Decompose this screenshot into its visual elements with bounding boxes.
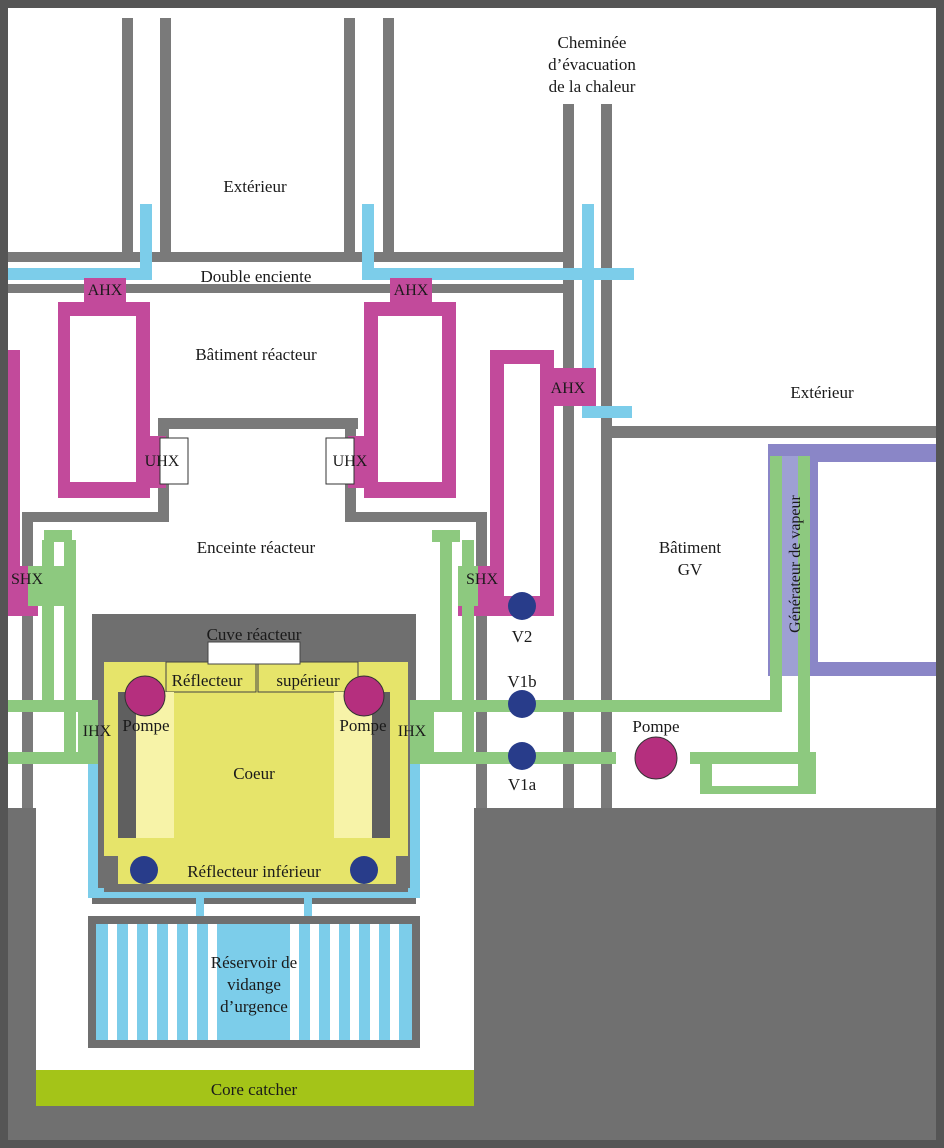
- steam-generator-label: Générateur de vapeur: [787, 494, 804, 632]
- secondary-voids: [712, 764, 798, 786]
- ahx-2-label: AHX: [394, 282, 429, 299]
- pump-left-icon[interactable]: [124, 675, 166, 717]
- exterior-right-label: Extérieur: [790, 383, 854, 402]
- exterior-top-label: Extérieur: [223, 177, 287, 196]
- pump-right-icon[interactable]: [343, 675, 385, 717]
- pump-right-label: Pompe: [339, 716, 386, 735]
- sg-building-line-2: GV: [678, 560, 703, 579]
- upper-reflector-left-label: Réflecteur: [172, 671, 243, 690]
- heat-exchangers: [84, 278, 592, 485]
- v1a-label: V1a: [508, 775, 537, 794]
- sg-building-line-1: Bâtiment: [659, 538, 722, 557]
- tank-line-2: vidange: [227, 975, 281, 994]
- uhx-right-label: UHX: [333, 453, 368, 470]
- reactor-enclosure-label: Enceinte réacteur: [197, 538, 316, 557]
- ground: [8, 808, 936, 1140]
- chimney-line-1: Cheminée: [558, 33, 627, 52]
- v2-label: V2: [512, 627, 533, 646]
- core-label: Coeur: [233, 764, 275, 783]
- v1b-label: V1b: [507, 672, 536, 691]
- valve-v2-icon[interactable]: [508, 592, 536, 620]
- shx-right-label: SHX: [466, 571, 498, 588]
- pump-sg-icon[interactable]: [634, 736, 678, 780]
- reactor-building-label: Bâtiment réacteur: [195, 345, 317, 364]
- uhx-left-label: UHX: [145, 453, 180, 470]
- loop-voids: [70, 316, 540, 596]
- drain-tank: [88, 916, 420, 1048]
- core-catcher: [36, 1070, 474, 1106]
- core-catcher-label: Core catcher: [211, 1080, 298, 1099]
- ihx-right-label: IHX: [398, 723, 427, 740]
- double-enclosure-label: Double enciente: [201, 267, 312, 286]
- shx-left-label: SHX: [11, 571, 43, 588]
- ahx-3-label: AHX: [551, 380, 586, 397]
- ahx-1-label: AHX: [88, 282, 123, 299]
- steam-generator: [768, 444, 936, 676]
- upper-reflector-right-label: supérieur: [276, 671, 340, 690]
- pump-left-label: Pompe: [122, 716, 169, 735]
- lower-reflector-label: Réflecteur inférieur: [187, 862, 321, 881]
- air-lines: [8, 204, 634, 926]
- tank-line-3: d’urgence: [220, 997, 288, 1016]
- ihx-left-label: IHX: [83, 723, 112, 740]
- chimney-line-3: de la chaleur: [549, 77, 636, 96]
- valve-lower-right-icon[interactable]: [350, 856, 378, 884]
- valve-lower-left-icon[interactable]: [130, 856, 158, 884]
- valve-v1a-icon[interactable]: [508, 742, 536, 770]
- pump-sg-label: Pompe: [632, 717, 679, 736]
- building-walls: [8, 18, 936, 808]
- chimney-line-2: d’évacuation: [548, 55, 636, 74]
- tank-line-1: Réservoir de: [211, 953, 297, 972]
- valve-v1b-icon[interactable]: [508, 690, 536, 718]
- labels: Cheminée d’évacuation de la chaleur Exté…: [11, 33, 854, 1099]
- vessel-label: Cuve réacteur: [207, 625, 302, 644]
